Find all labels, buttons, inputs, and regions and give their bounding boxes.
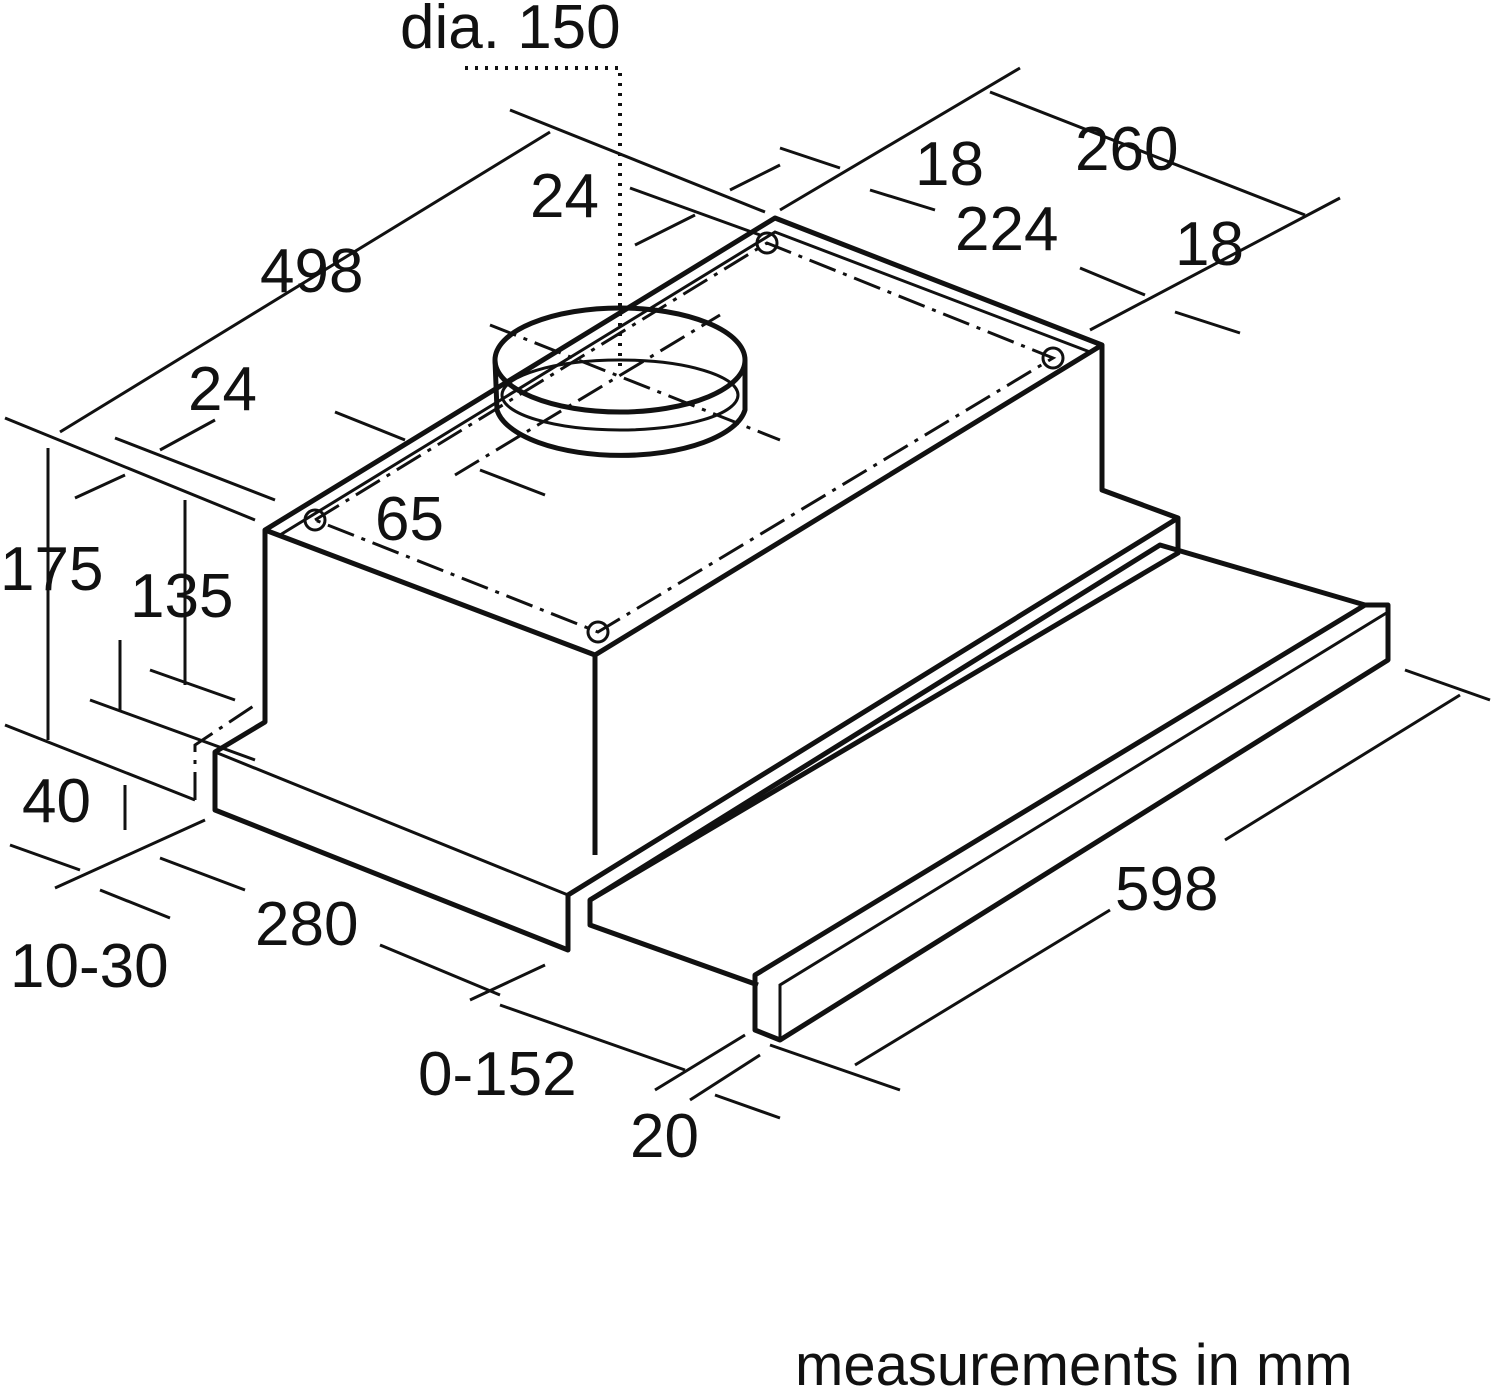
dimension-line	[714, 1093, 781, 1120]
label-598: 598	[1115, 855, 1218, 924]
dimension-line	[499, 1003, 686, 1072]
dimension-line	[854, 908, 1111, 1067]
dimension-line	[469, 963, 546, 1002]
dimension-line	[74, 473, 126, 500]
units-note: measurements in mm	[795, 1333, 1353, 1393]
label-24-top: 24	[530, 162, 599, 231]
dimension-line	[4, 723, 196, 802]
screw-hole-icon	[755, 231, 779, 255]
label-24-left: 24	[188, 355, 257, 424]
dimension-line	[114, 436, 276, 502]
dimension-line	[629, 186, 761, 237]
dimension-line	[989, 90, 1306, 217]
mounting-layout	[303, 231, 1065, 644]
dimension-line	[149, 668, 236, 702]
dimension-line	[779, 66, 1021, 212]
label-18-right: 18	[1175, 210, 1244, 279]
screw-hole-icon	[586, 620, 610, 644]
dimension-line	[634, 213, 696, 247]
dimension-line	[9, 843, 81, 872]
screw-hole-icon	[303, 508, 327, 532]
dimension-line	[59, 130, 551, 434]
dimension-line	[654, 1033, 746, 1092]
dimension-line	[1404, 668, 1491, 702]
dimension-line	[4, 416, 256, 522]
label-20: 20	[630, 1102, 699, 1171]
dimension-line	[159, 856, 246, 892]
dimension-line	[479, 468, 546, 497]
label-duct-diameter: dia. 150	[400, 0, 621, 62]
label-260: 260	[1075, 115, 1178, 184]
dimension-line	[1174, 310, 1241, 335]
label-135: 135	[130, 562, 233, 631]
duct-collar	[454, 66, 781, 477]
dimension-line	[509, 108, 766, 214]
dimension-line	[1224, 693, 1461, 842]
screw-hole-icon	[1041, 346, 1065, 370]
label-0-152: 0-152	[418, 1040, 577, 1109]
label-10-30: 10-30	[10, 932, 169, 1001]
label-224: 224	[955, 195, 1058, 264]
dimension-line	[1079, 266, 1146, 297]
dimension-lines	[4, 66, 1491, 1120]
dimension-line	[99, 888, 171, 920]
label-18-top: 18	[915, 130, 984, 199]
dimension-line	[869, 188, 936, 212]
hood-outline	[193, 215, 1391, 1043]
dimension-line	[769, 1043, 901, 1092]
label-65: 65	[375, 485, 444, 554]
dimension-line	[89, 698, 256, 762]
dimension-line	[779, 146, 841, 170]
dimension-line	[334, 410, 406, 442]
dimension-line	[729, 163, 781, 192]
dimension-line	[54, 818, 206, 890]
label-175: 175	[0, 535, 103, 604]
dimension-line	[379, 943, 501, 997]
label-498: 498	[260, 237, 363, 306]
dimension-line	[159, 418, 216, 452]
dimension-line	[689, 1053, 761, 1102]
label-40: 40	[22, 767, 91, 836]
dimension-line	[1089, 196, 1341, 332]
label-280: 280	[255, 890, 358, 959]
